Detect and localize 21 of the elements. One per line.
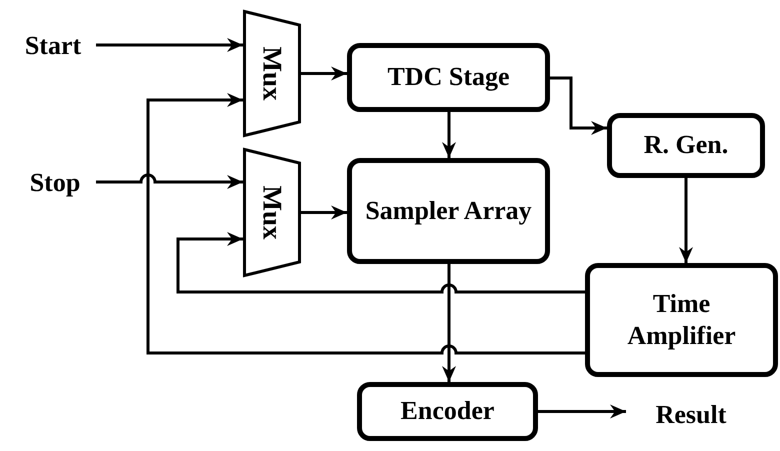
signal-label: Start	[10, 30, 96, 62]
mux-label: Mux	[256, 46, 288, 100]
arrow	[442, 264, 456, 382]
block-box: Sampler Array	[347, 158, 550, 264]
arrow	[301, 206, 347, 220]
arrow	[176, 232, 585, 294]
block-box: TDC Stage	[347, 43, 550, 112]
block-box: R. Gen.	[607, 113, 765, 178]
mux-label: Mux	[256, 186, 288, 240]
arrow	[301, 66, 347, 80]
signal-label: Stop	[14, 167, 96, 199]
arrow	[96, 38, 243, 52]
signal-label: Result	[636, 398, 746, 432]
block-box: Encoder	[357, 382, 538, 441]
arrow	[538, 404, 626, 418]
arrow	[550, 76, 607, 135]
arrow	[442, 112, 456, 158]
arrow	[146, 93, 585, 354]
arrow	[679, 178, 693, 263]
block-box: Time Amplifier	[585, 263, 778, 377]
arrow	[96, 174, 243, 189]
